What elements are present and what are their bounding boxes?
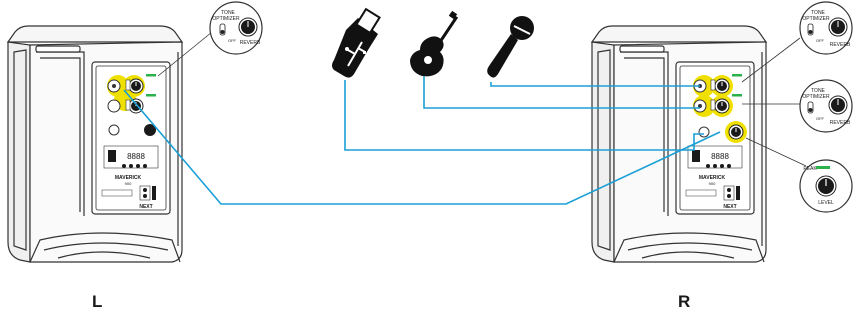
left-brand: NEXT <box>139 204 152 210</box>
right2-tone-optimizer-line1: TONE <box>811 88 825 94</box>
left-tone-optimizer-line1: TONE <box>221 10 235 16</box>
right-brand: NEXT <box>723 204 736 210</box>
right-callout-middle: TONE OPTIMIZER OFF REVERB <box>742 79 853 133</box>
right2-off-label: OFF <box>816 116 825 121</box>
left-speaker-label: L <box>92 292 103 311</box>
signal-cables <box>123 76 721 205</box>
right-callout-bottom: PEAK LEVEL <box>745 137 853 213</box>
right2-reverb-label: REVERB <box>830 120 851 126</box>
left-speaker <box>6 25 184 263</box>
guitar-icon <box>410 10 459 77</box>
left-panel-controls: 8888 MAVERICK 900 NEXT <box>101 74 159 210</box>
mic-cable <box>490 82 700 87</box>
right-model-name: MAVERICK <box>699 175 726 181</box>
guitar-cable <box>423 76 700 109</box>
microphone-icon <box>487 16 534 78</box>
level-label: LEVEL <box>818 200 834 206</box>
peak-label: PEAK <box>803 166 817 172</box>
right-callout-top: TONE OPTIMIZER OFF REVERB <box>741 1 853 83</box>
right-model-sub: 900 <box>709 181 716 186</box>
right-display-text: 8888 <box>711 152 729 161</box>
right1-tone-optimizer-line1: TONE <box>811 10 825 16</box>
right1-tone-optimizer-line2: OPTIMIZER <box>802 16 830 22</box>
right1-reverb-label: REVERB <box>830 42 851 48</box>
right1-off-label: OFF <box>816 38 825 43</box>
left-display-text: 8888 <box>127 152 145 161</box>
left-model-name: MAVERICK <box>115 175 142 181</box>
left-tone-optimizer-line2: OPTIMIZER <box>212 16 240 22</box>
left-off-label: OFF <box>228 38 237 43</box>
right-speaker-label: R <box>678 292 691 311</box>
left-model-sub: 900 <box>125 181 132 186</box>
link-cable <box>123 89 721 205</box>
right2-tone-optimizer-line2: OPTIMIZER <box>802 94 830 100</box>
usb-icon <box>332 7 381 78</box>
usb-cable <box>344 80 704 151</box>
right-speaker <box>590 25 768 263</box>
left-callout: TONE OPTIMIZER OFF REVERB <box>157 1 263 77</box>
left-reverb-label: REVERB <box>240 40 261 46</box>
